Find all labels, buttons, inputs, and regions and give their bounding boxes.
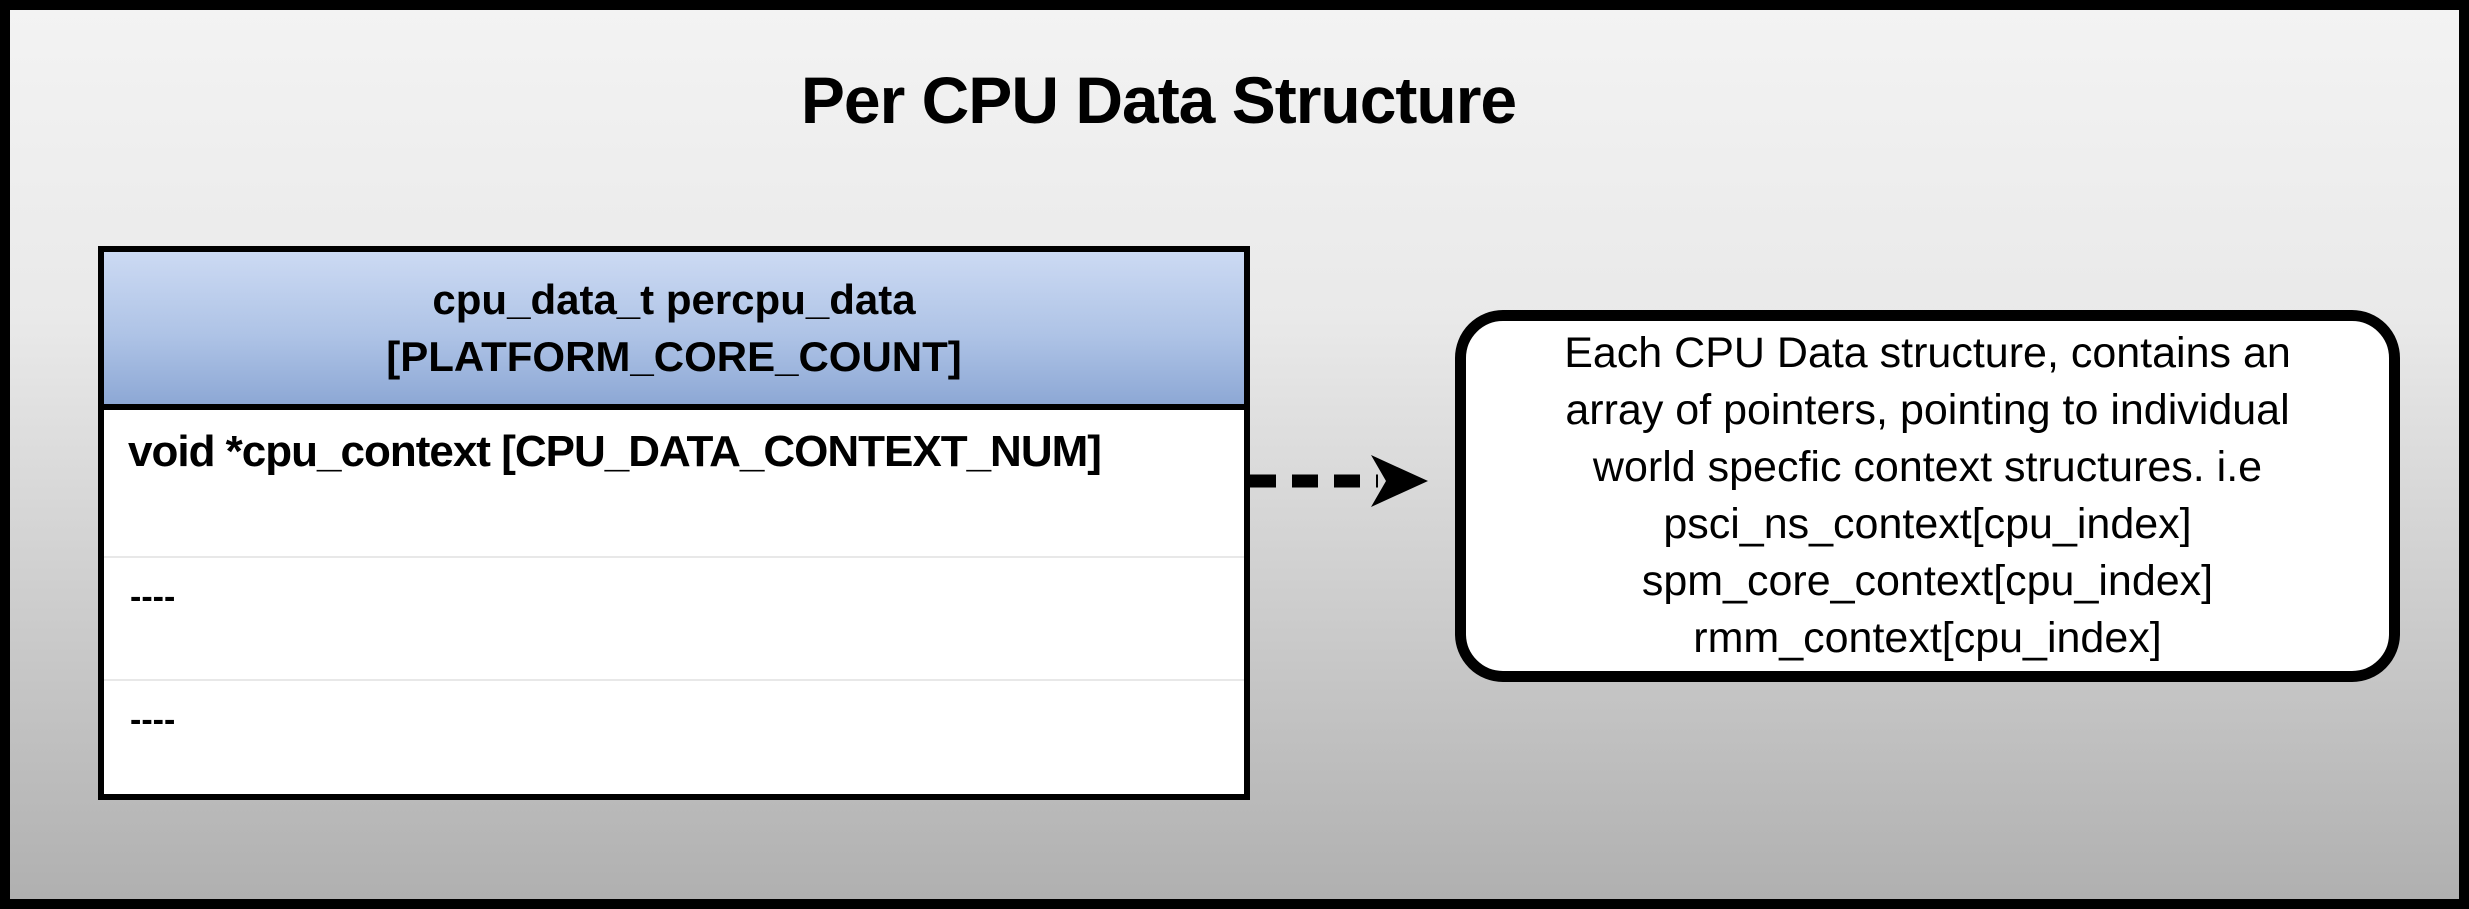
- row-divider: [104, 679, 1244, 681]
- callout-line: psci_ns_context[cpu_index]: [1663, 500, 2192, 548]
- callout-line: array of pointers, pointing to individua…: [1565, 386, 2290, 434]
- row-divider: [104, 556, 1244, 558]
- table-row-cpu-context: void *cpu_context [CPU_DATA_CONTEXT_NUM]: [128, 427, 1102, 476]
- dashed-right-arrow-icon: [1250, 448, 1430, 514]
- struct-table-header: cpu_data_t percpu_data [PLATFORM_CORE_CO…: [104, 252, 1244, 410]
- callout-line: Each CPU Data structure, contains an: [1564, 329, 2291, 377]
- callout-line: spm_core_context[cpu_index]: [1641, 557, 2214, 605]
- cpu-data-callout-note: Each CPU Data structure, contains an arr…: [1455, 310, 2400, 682]
- struct-header-line1: cpu_data_t percpu_data: [432, 276, 916, 323]
- table-row-placeholder-1: ----: [130, 578, 176, 616]
- callout-line: world specfic context structures. i.e: [1592, 443, 2263, 491]
- table-row-placeholder-2: ----: [130, 701, 176, 739]
- struct-header-line2: [PLATFORM_CORE_COUNT]: [386, 333, 962, 380]
- page-title: Per CPU Data Structure: [800, 63, 1517, 137]
- cpu-data-struct-table: cpu_data_t percpu_data [PLATFORM_CORE_CO…: [98, 246, 1250, 800]
- callout-line: rmm_context[cpu_index]: [1693, 614, 2162, 662]
